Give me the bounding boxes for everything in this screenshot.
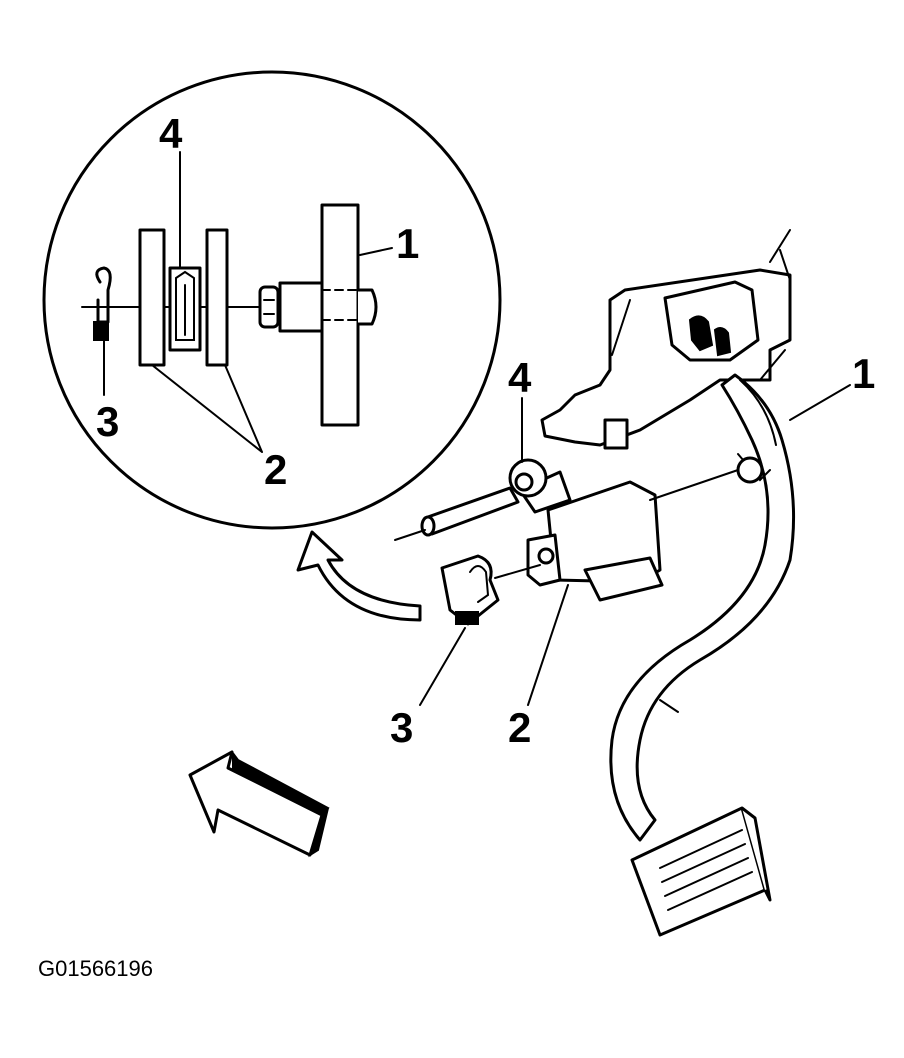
- detail-leader-1: [359, 247, 393, 256]
- detail-pivot-pin: [258, 281, 378, 333]
- detail-view: 4 1 3 2: [42, 70, 502, 530]
- main-callout-2: 2: [508, 704, 531, 751]
- detail-bracket-left: [138, 228, 166, 367]
- detail-circle: [42, 70, 502, 530]
- main-callout-1: 1: [852, 350, 875, 397]
- pedal-position-sensor: [518, 469, 739, 602]
- detail-bushing: [168, 266, 202, 352]
- detail-callout-4: 4: [159, 110, 183, 157]
- curved-arrow-icon: [296, 530, 422, 622]
- detail-callout-1: 1: [396, 220, 419, 267]
- mounting-bracket: [540, 229, 792, 450]
- main-leader-2: [527, 584, 569, 706]
- view-direction-arrow-icon: [188, 750, 330, 858]
- main-leader-3: [419, 627, 466, 706]
- pedal-arm: [609, 373, 796, 842]
- detail-pedal-arm: [320, 203, 360, 427]
- main-leader-1: [789, 384, 851, 421]
- retainer-clip: [440, 554, 541, 626]
- main-callout-4: 4: [508, 354, 532, 401]
- detail-bracket-right: [205, 228, 229, 367]
- detail-callout-2: 2: [264, 446, 287, 493]
- figure-id: G01566196: [38, 956, 153, 981]
- pivot-bushing: [394, 458, 548, 541]
- main-callout-3: 3: [390, 704, 413, 751]
- detail-callout-3: 3: [96, 398, 119, 445]
- detail-retainer-clip: [93, 266, 112, 341]
- detail-leader-2: [151, 364, 263, 453]
- pedal-pad: [630, 806, 772, 937]
